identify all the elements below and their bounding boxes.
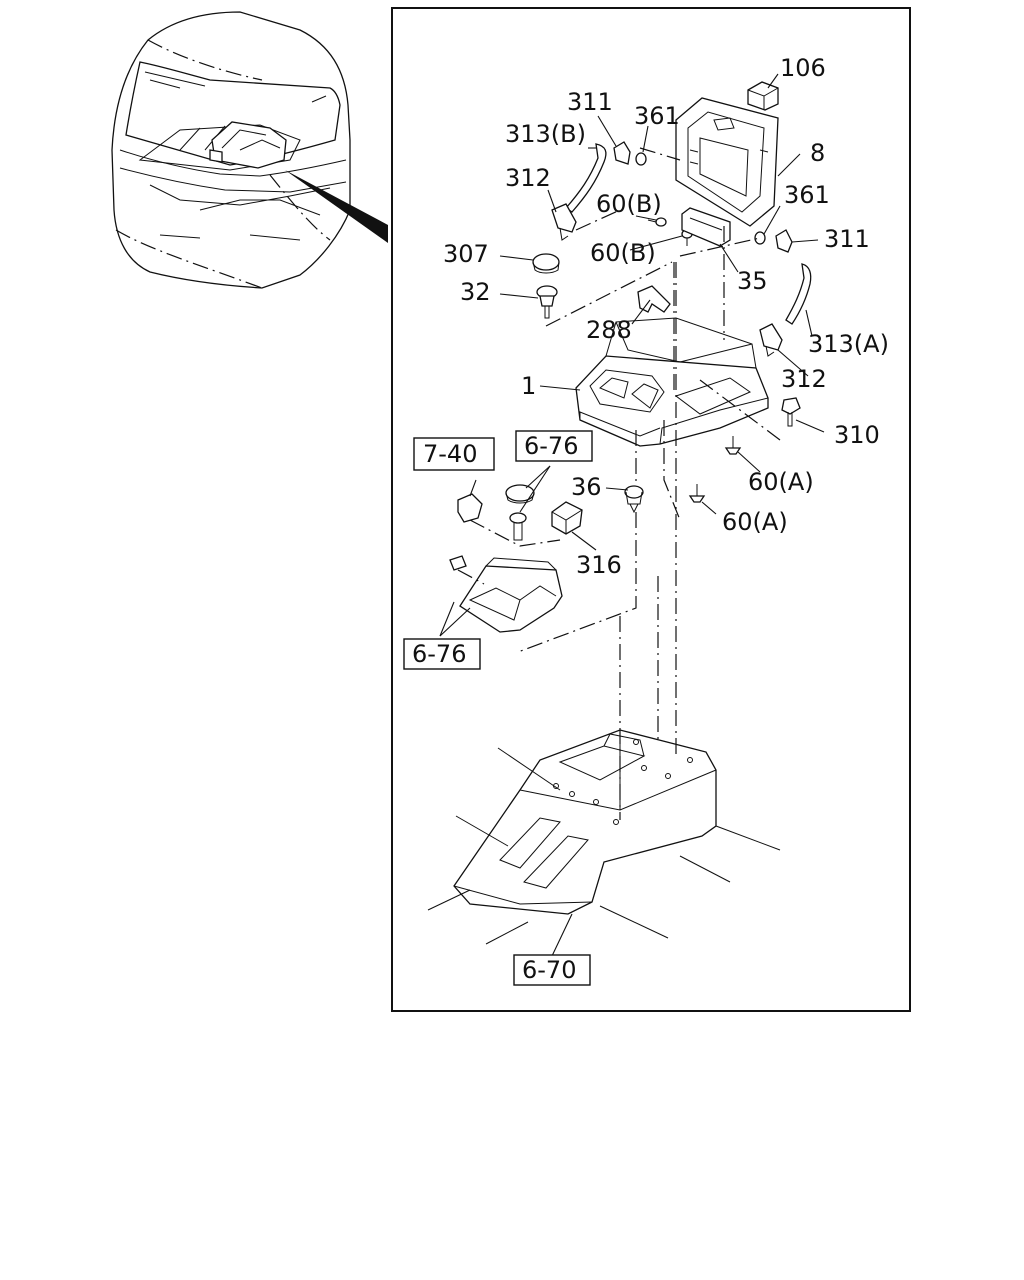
label-60b-2: 60(B) [590,239,656,267]
label-313b: 313(B) [505,120,586,148]
part-313b-strap [565,143,607,213]
part-316-switch [551,501,583,535]
part-312-bracket-right [759,323,783,357]
label-361-top: 361 [634,102,680,130]
label-8: 8 [810,139,825,167]
leader-lines [439,73,825,957]
part-35-bracket [681,207,731,247]
part-311-clip-right [775,229,793,253]
label-307: 307 [443,240,489,268]
ref-6-76-bottom[interactable]: 6-76 [403,638,481,670]
part-361-ring-right [754,231,766,245]
ref-6-76-top[interactable]: 6-76 [515,430,593,462]
label-35: 35 [737,267,768,295]
label-60a-2: 60(A) [722,508,788,536]
part-312-bracket-top [551,203,577,241]
label-36: 36 [571,473,602,501]
ref-7-40[interactable]: 7-40 [413,437,495,471]
label-311-right: 311 [824,225,870,253]
diagram-frame [391,7,911,1012]
part-307-cap [532,253,560,274]
label-60a-1: 60(A) [748,468,814,496]
part-6-70-floor-tunnel [427,729,781,945]
assembly-lines [457,147,781,820]
label-288: 288 [586,316,632,344]
part-36-clip [624,485,644,514]
part-32-fastener [536,285,558,319]
part-361-ring-top [635,152,647,166]
part-8-panel [675,97,779,227]
ref-6-76-top-label: 6-76 [524,432,578,460]
label-312-right: 312 [781,365,827,393]
part-313a-strap [785,263,812,325]
label-313a: 313(A) [808,330,889,358]
label-316: 316 [576,551,622,579]
label-312-top: 312 [505,164,551,192]
part-288-bracket [637,285,671,313]
vehicle-overview [111,11,388,289]
part-310-fastener [781,397,801,427]
label-60b-1: 60(B) [596,190,662,218]
part-106-clip [747,81,779,111]
ref-6-70[interactable]: 6-70 [513,954,591,986]
part-311-clip-top [613,141,631,165]
part-7-40-clip [457,493,483,523]
label-310: 310 [834,421,880,449]
ref-6-70-label: 6-70 [522,956,576,984]
label-1: 1 [521,372,536,400]
sub-console [449,555,563,633]
label-32: 32 [460,278,491,306]
part-60a-screws [688,436,742,503]
ref-7-40-label: 7-40 [423,440,477,468]
label-311-top: 311 [567,88,613,116]
part-6-76-cap-screw [505,484,535,541]
label-361-right: 361 [784,181,830,209]
label-106: 106 [780,54,826,82]
part-1-console [575,317,769,447]
ref-6-76-bottom-label: 6-76 [412,640,466,668]
